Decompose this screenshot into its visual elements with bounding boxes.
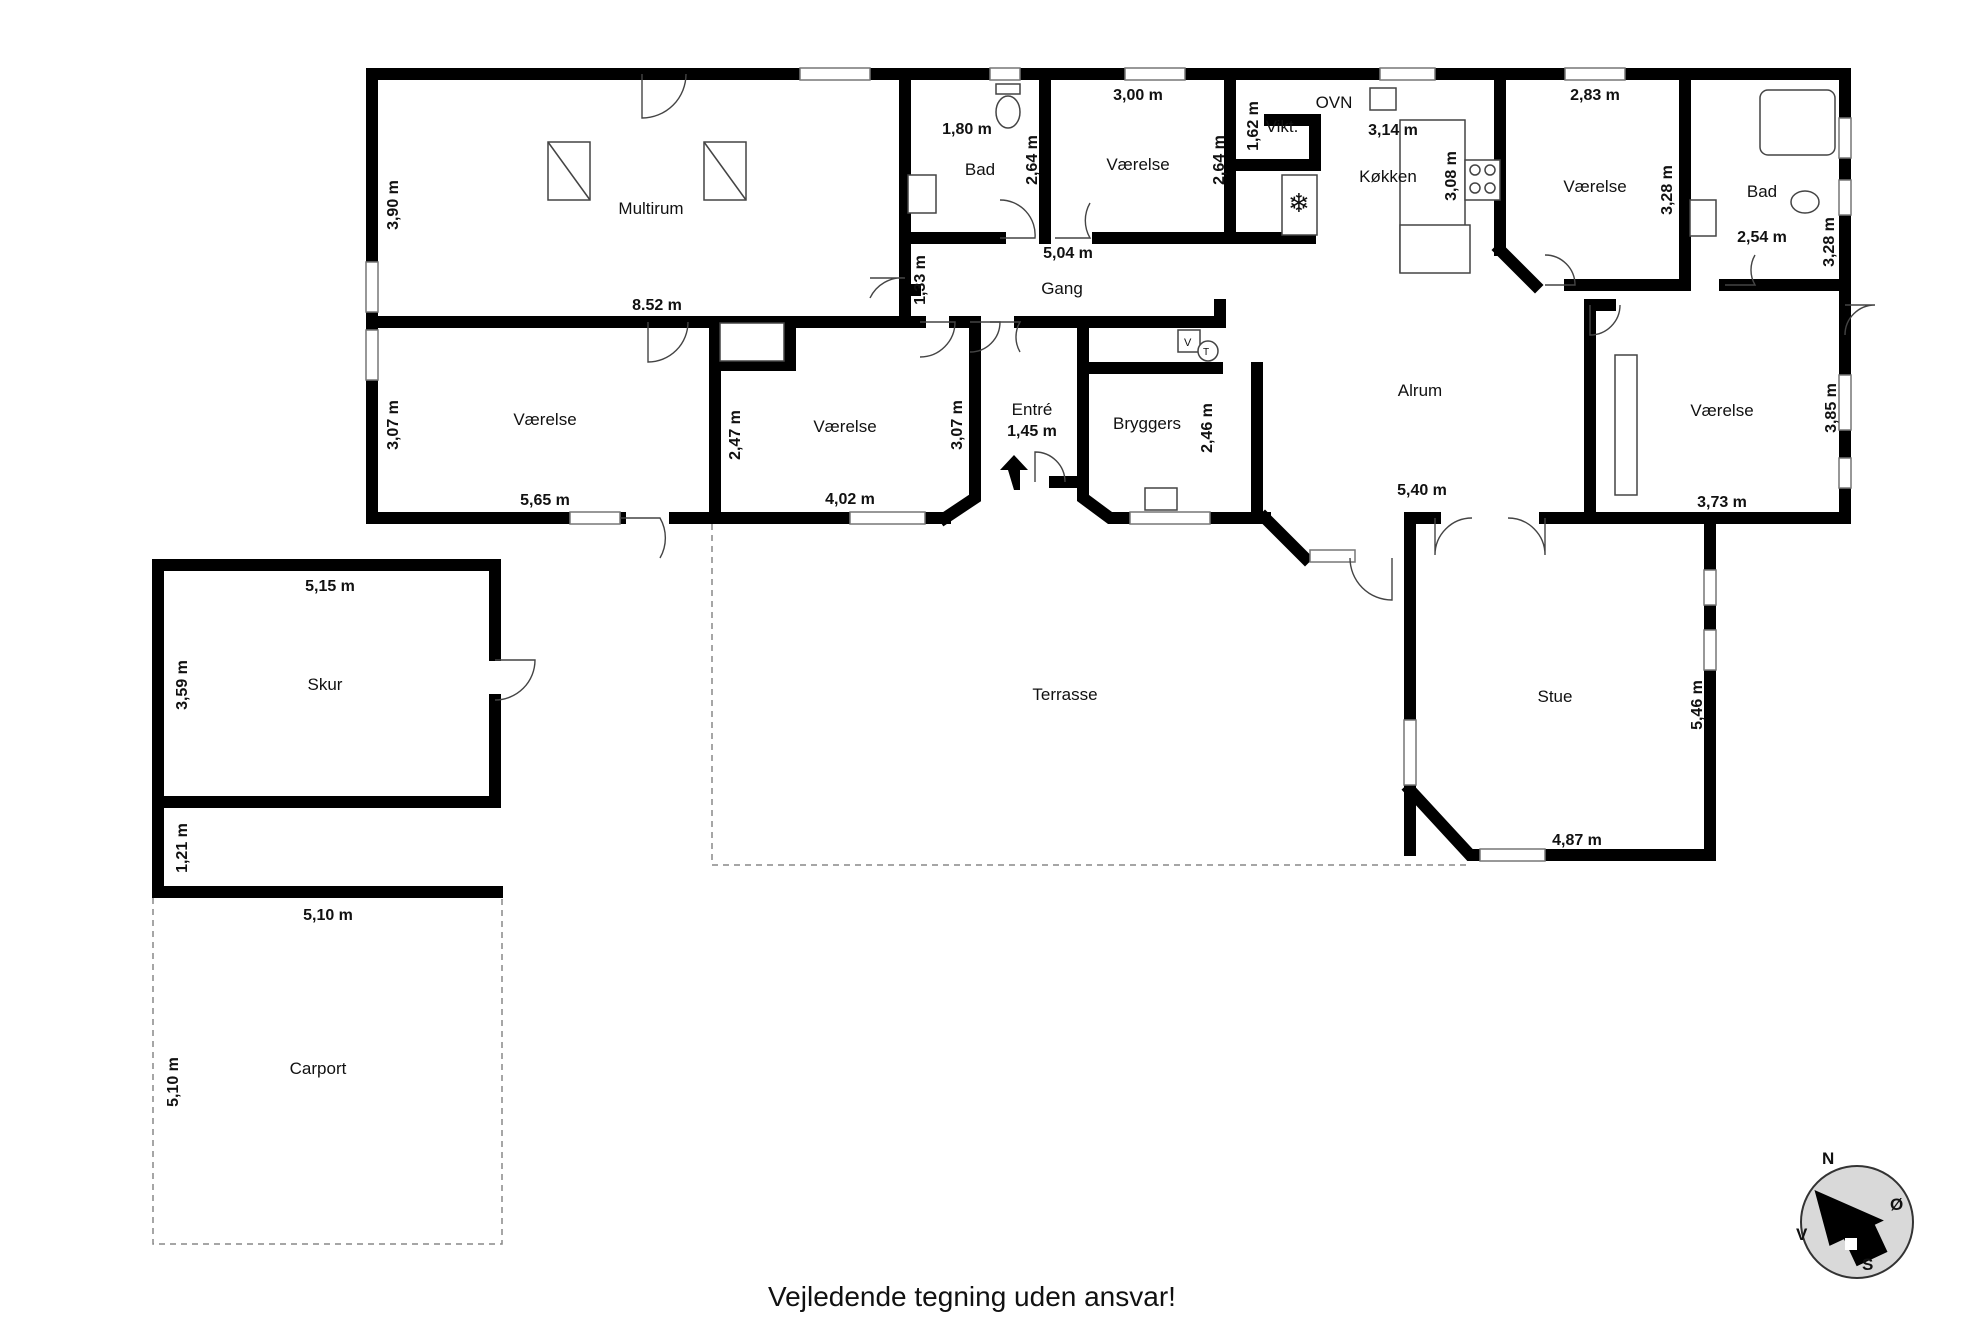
dim-stue-w: 4,87 m	[1552, 832, 1602, 849]
dim-alrum-w: 5,40 m	[1397, 482, 1447, 499]
dim-bad1-h: 2,64 m	[1024, 135, 1041, 185]
compass-o: Ø	[1890, 1195, 1903, 1214]
dim-skur-w: 5,15 m	[305, 578, 355, 595]
dim-entre-w: 1,45 m	[1007, 423, 1057, 440]
dryer-label: T	[1203, 347, 1209, 358]
room-terrasse: Terrasse	[1032, 685, 1097, 704]
room-labels: Multirum Bad Værelse Vikt. OVN Køkken Væ…	[290, 93, 1777, 1078]
dim-vaerelse-left-w: 5,65 m	[520, 492, 570, 509]
room-vaerelse-left: Værelse	[513, 410, 576, 429]
room-kokken: Køkken	[1359, 167, 1417, 186]
dim-vaerelse-top-h: 2,64 m	[1211, 135, 1228, 185]
freezer	[1281, 174, 1318, 236]
room-skur: Skur	[308, 675, 343, 694]
dim-vaerelse-mid-w: 4,02 m	[825, 491, 875, 508]
wardrobe-right	[1614, 354, 1638, 496]
room-entre: Entré	[1012, 400, 1053, 419]
door-swings	[620, 73, 1876, 601]
dim-vaerelse-left-h: 3,07 m	[385, 400, 402, 450]
dim-vaerelse-top-w: 3,00 m	[1113, 87, 1163, 104]
room-vaerelse-mid: Værelse	[813, 417, 876, 436]
dim-bad1-w: 1,80 m	[942, 121, 992, 138]
dim-gang-h: 1,33 m	[912, 255, 929, 305]
compass-n: N	[1822, 1149, 1834, 1168]
dim-vaerelse-right-h: 3,85 m	[1823, 383, 1840, 433]
room-vaerelse-tr: Værelse	[1563, 177, 1626, 196]
washer-label: V	[1184, 337, 1192, 349]
dim-gap-h: 1,21 m	[174, 823, 191, 873]
room-bad-1: Bad	[965, 160, 995, 179]
dim-bad2-w: 2,54 m	[1737, 229, 1787, 246]
wardrobe-mid	[719, 322, 785, 362]
toilet-bad1	[995, 95, 1021, 129]
washer-tile	[1177, 329, 1201, 353]
outbuildings	[152, 559, 536, 1245]
terrasse-outline	[711, 524, 1470, 866]
room-vaerelse-right: Værelse	[1690, 401, 1753, 420]
sink-bad1	[907, 174, 937, 214]
dim-vaerelse-right-w: 3,73 m	[1697, 494, 1747, 511]
sink-bad2	[1689, 199, 1717, 237]
room-vaerelse-top: Værelse	[1106, 155, 1169, 174]
room-ovn: OVN	[1316, 93, 1353, 112]
dim-skur-h: 3,59 m	[174, 660, 191, 710]
dimension-labels: 3,90 m 8.52 m 1,80 m 2,64 m 3,00 m 2,64 …	[165, 87, 1840, 1107]
dim-carport-w: 5,10 m	[303, 907, 353, 924]
toilet-bad2	[1790, 190, 1820, 214]
room-carport: Carport	[290, 1059, 347, 1078]
dim-multirum-w: 8.52 m	[632, 297, 682, 314]
compass-house-icon	[1814, 1189, 1888, 1267]
compass-v: V	[1796, 1225, 1808, 1244]
sink-kitchen	[1369, 87, 1397, 111]
snowflake-icon: ❄	[1288, 188, 1310, 218]
dim-stue-h: 5,46 m	[1689, 680, 1706, 730]
room-gang: Gang	[1041, 279, 1083, 298]
compass: N Ø S V	[1796, 1149, 1914, 1279]
sink-bryggers	[1144, 487, 1178, 511]
room-stue: Stue	[1538, 687, 1573, 706]
room-vikt: Vikt.	[1266, 117, 1299, 136]
stove	[1464, 159, 1501, 201]
dim-vaerelse-mid-h: 2,47 m	[727, 410, 744, 460]
dim-vaerelse-tr-w: 2,83 m	[1570, 87, 1620, 104]
fixtures: ❄ V T	[547, 83, 1836, 511]
island	[1399, 224, 1471, 274]
dim-bryggers-h: 2,46 m	[1199, 403, 1216, 453]
room-bad-2: Bad	[1747, 182, 1777, 201]
carport-outline	[152, 898, 503, 1245]
dim-multirum-h: 3,90 m	[385, 180, 402, 230]
disclaimer-caption: Vejledende tegning uden ansvar!	[768, 1281, 1176, 1312]
room-bryggers: Bryggers	[1113, 414, 1181, 433]
dryer-tile	[1197, 340, 1219, 362]
dim-bad2-h: 3,28 m	[1821, 217, 1838, 267]
dim-vaerelse-tr-h: 3,28 m	[1659, 165, 1676, 215]
entrance-arrow-icon	[1000, 455, 1028, 490]
bathtub	[1759, 89, 1836, 156]
room-multirum: Multirum	[618, 199, 683, 218]
windows	[365, 67, 1852, 862]
dim-carport-h: 5,10 m	[165, 1057, 182, 1107]
dim-gang-w: 5,04 m	[1043, 245, 1093, 262]
dim-kokken-h: 3,08 m	[1443, 151, 1460, 201]
room-alrum: Alrum	[1398, 381, 1442, 400]
dim-vaerelse-mid-h2: 3,07 m	[949, 400, 966, 450]
dim-vikt-h: 1,62 m	[1245, 101, 1262, 151]
compass-s: S	[1862, 1255, 1873, 1274]
dim-kokken-w: 3,14 m	[1368, 122, 1418, 139]
